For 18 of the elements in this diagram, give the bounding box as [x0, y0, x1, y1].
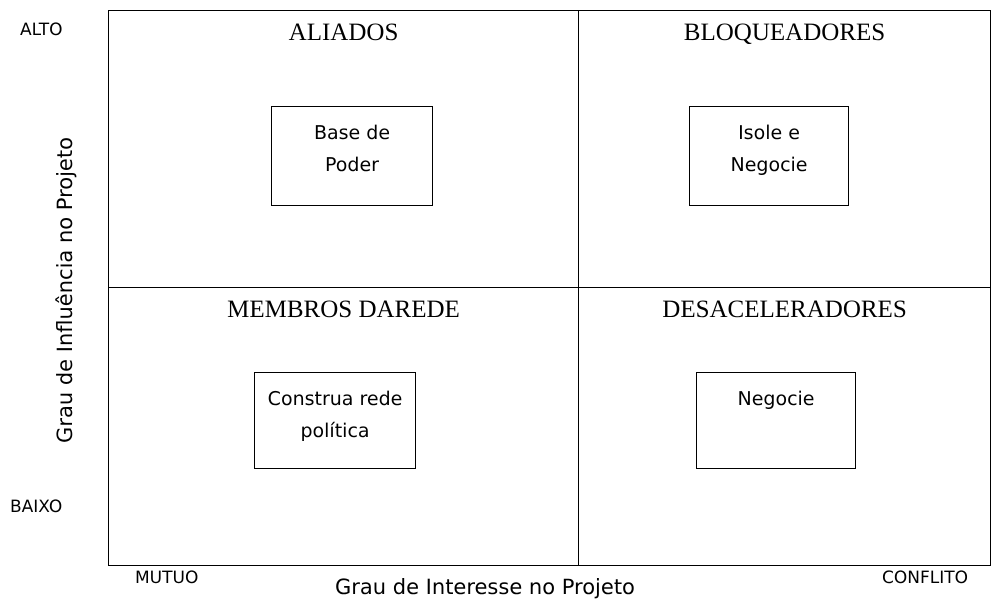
axis-level-label: MUTUO: [135, 568, 198, 588]
quadrant-title: MEMBROS DAREDE: [226, 296, 461, 324]
quadrant-title: ALIADOS: [288, 19, 400, 47]
axis-level-label: ALTO: [20, 20, 63, 40]
strategy-box: Negocie: [696, 372, 856, 469]
quadrant-panel: [578, 10, 991, 288]
strategy-box: Construa rede política: [254, 372, 416, 469]
strategy-box: Base de Poder: [271, 106, 433, 206]
axis-title: Grau de Influência no Projeto: [52, 137, 77, 443]
strategy-box: Isole e Negocie: [689, 106, 849, 206]
axis-level-label: BAIXO: [10, 497, 62, 517]
axis-title: Grau de Interesse no Projeto: [335, 575, 635, 599]
quadrant-panel: [578, 287, 991, 566]
quadrant-title: BLOQUEADORES: [682, 19, 886, 47]
quadrant-title: DESACELERADORES: [661, 296, 908, 324]
axis-level-label: CONFLITO: [882, 568, 968, 588]
quadrant-panel: [108, 10, 579, 288]
quadrant-panel: [108, 287, 579, 566]
